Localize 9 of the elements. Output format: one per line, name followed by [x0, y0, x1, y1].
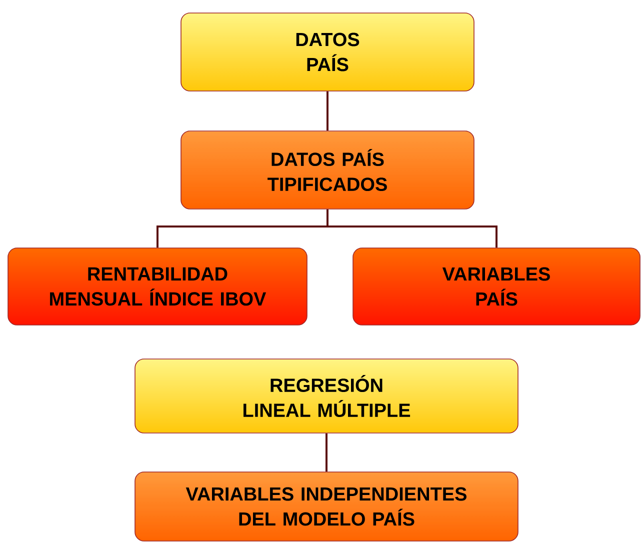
process-box: DATOS PAÍS [180, 12, 474, 92]
connector-line [326, 91, 328, 131]
connector-line [326, 209, 498, 248]
process-box: VARIABLES PAÍS [352, 248, 640, 326]
process-box: VARIABLES INDEPENDIENTES DEL MODELO PAÍS [134, 472, 518, 542]
connector-line [326, 433, 328, 472]
process-box: REGRESIÓN LINEAL MÚLTIPLE [134, 358, 518, 434]
process-box: DATOS PAÍS TIPIFICADOS [180, 130, 474, 210]
process-box: RENTABILIDAD MENSUAL ÍNDICE IBOV [8, 248, 308, 326]
